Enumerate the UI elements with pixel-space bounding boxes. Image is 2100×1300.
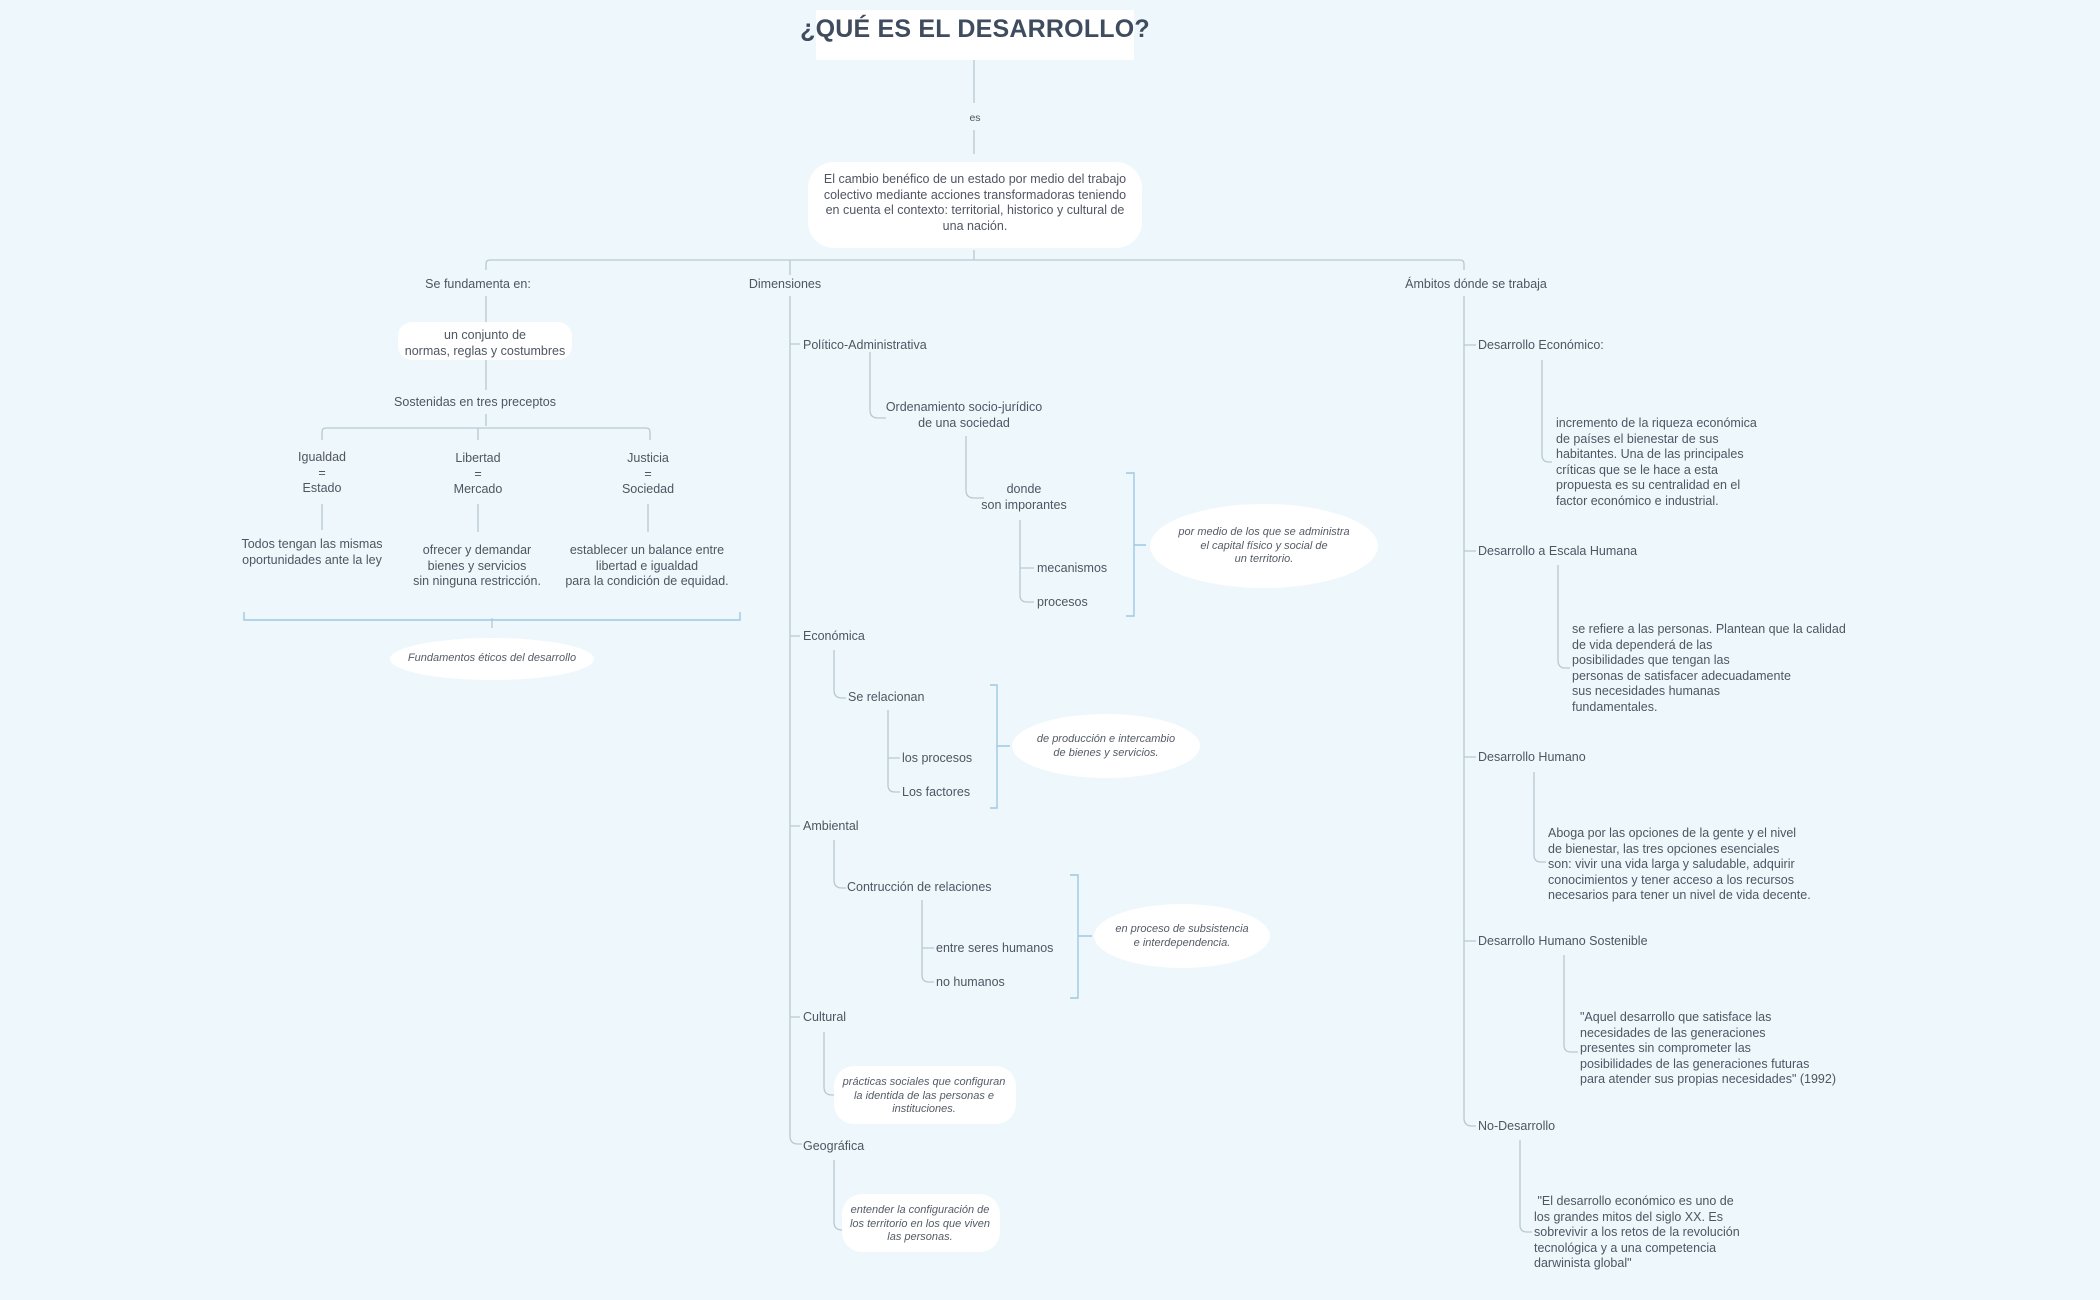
cultural-note-box — [834, 1066, 1016, 1124]
title-box — [816, 10, 1134, 60]
definition-text: El cambio benéfico de un estado por medi… — [823, 172, 1127, 233]
geografica-note-box — [842, 1194, 1000, 1252]
politica-note-oval — [1150, 504, 1378, 588]
left-heading: Se fundamenta en: — [425, 277, 531, 291]
ambiental-relaciones: Contrucción de relaciones — [847, 880, 992, 894]
summary-oval — [390, 638, 594, 680]
ambito-humano-desc: Aboga por las opciones de la gente y el … — [1548, 826, 1811, 902]
dimension-ambiental: Ambiental — [803, 819, 859, 833]
economica-relacionan: Se relacionan — [848, 690, 925, 704]
ambiental-note: en proceso de subsistencia e interdepend… — [1115, 923, 1249, 949]
precept-igualdad: Igualdad = Estado — [298, 450, 346, 495]
ambito-sostenible: Desarrollo Humano Sostenible — [1478, 934, 1648, 948]
geografica-note: entender la configuración de los territo… — [849, 1204, 991, 1243]
ambito-economico-desc: incremento de la riqueza económica de pa… — [1556, 416, 1757, 508]
precept-igualdad-desc: Todos tengan las mismas oportunidades an… — [241, 537, 383, 567]
ambiental-humanos: entre seres humanos — [936, 941, 1054, 955]
ambito-escala-humana-desc: se refiere a las personas. Plantean que … — [1572, 622, 1846, 714]
link-label-es: es — [969, 112, 981, 124]
precept-justicia-desc: establecer un balance entre libertad e i… — [565, 543, 729, 588]
politica-donde: donde son imporantes — [981, 482, 1067, 512]
precept-libertad-desc: ofrecer y demandar bienes y servicios si… — [413, 543, 541, 588]
norms-text: un conjunto de normas, reglas y costumbr… — [404, 328, 566, 358]
ambiental-no-humanos: no humanos — [936, 975, 1005, 989]
definition-box — [808, 162, 1142, 248]
ambito-no-desarrollo-desc: "El desarrollo económico es uno de los g… — [1534, 1194, 1740, 1270]
politica-procesos: procesos — [1037, 595, 1088, 609]
politica-note: por medio de los que se administra el ca… — [1178, 526, 1350, 565]
economica-note-oval — [1012, 714, 1200, 778]
precepts-heading: Sostenidas en tres preceptos — [394, 395, 556, 409]
dimension-geografica: Geográfica — [803, 1139, 865, 1153]
ambito-no-desarrollo: No-Desarrollo — [1478, 1119, 1556, 1133]
dimension-politica: Político-Administrativa — [803, 338, 927, 352]
economica-note: de producción e intercambio de bienes y … — [1036, 733, 1176, 759]
cultural-note: prácticas sociales que configuran la ide… — [842, 1076, 1006, 1115]
economica-factores: Los factores — [902, 785, 971, 799]
dimension-economica: Económica — [803, 629, 865, 643]
precept-justicia: Justicia = Sociedad — [621, 451, 675, 496]
ambito-economico: Desarrollo Económico: — [1478, 338, 1604, 352]
right-heading: Ámbitos dónde se trabaja — [1405, 277, 1547, 291]
dimension-cultural: Cultural — [803, 1010, 847, 1024]
middle-heading: Dimensiones — [748, 277, 822, 291]
page-title: ¿QUÉ ES EL DESARROLLO? — [800, 15, 1150, 43]
ambiental-note-oval — [1094, 904, 1270, 968]
summary-text: Fundamentos éticos del desarrollo — [407, 652, 577, 664]
precept-libertad: Libertad = Mercado — [453, 451, 503, 496]
ambito-sostenible-desc: "Aquel desarrollo que satisface las nece… — [1580, 1010, 1836, 1086]
ambito-escala-humana: Desarrollo a Escala Humana — [1478, 544, 1638, 558]
politica-ordenamiento: Ordenamiento socio-jurídico de una socie… — [885, 400, 1043, 430]
economica-procesos: los procesos — [902, 751, 973, 765]
ambito-humano: Desarrollo Humano — [1478, 750, 1586, 764]
norms-box — [398, 322, 572, 360]
politica-mecanismos: mecanismos — [1037, 561, 1108, 575]
